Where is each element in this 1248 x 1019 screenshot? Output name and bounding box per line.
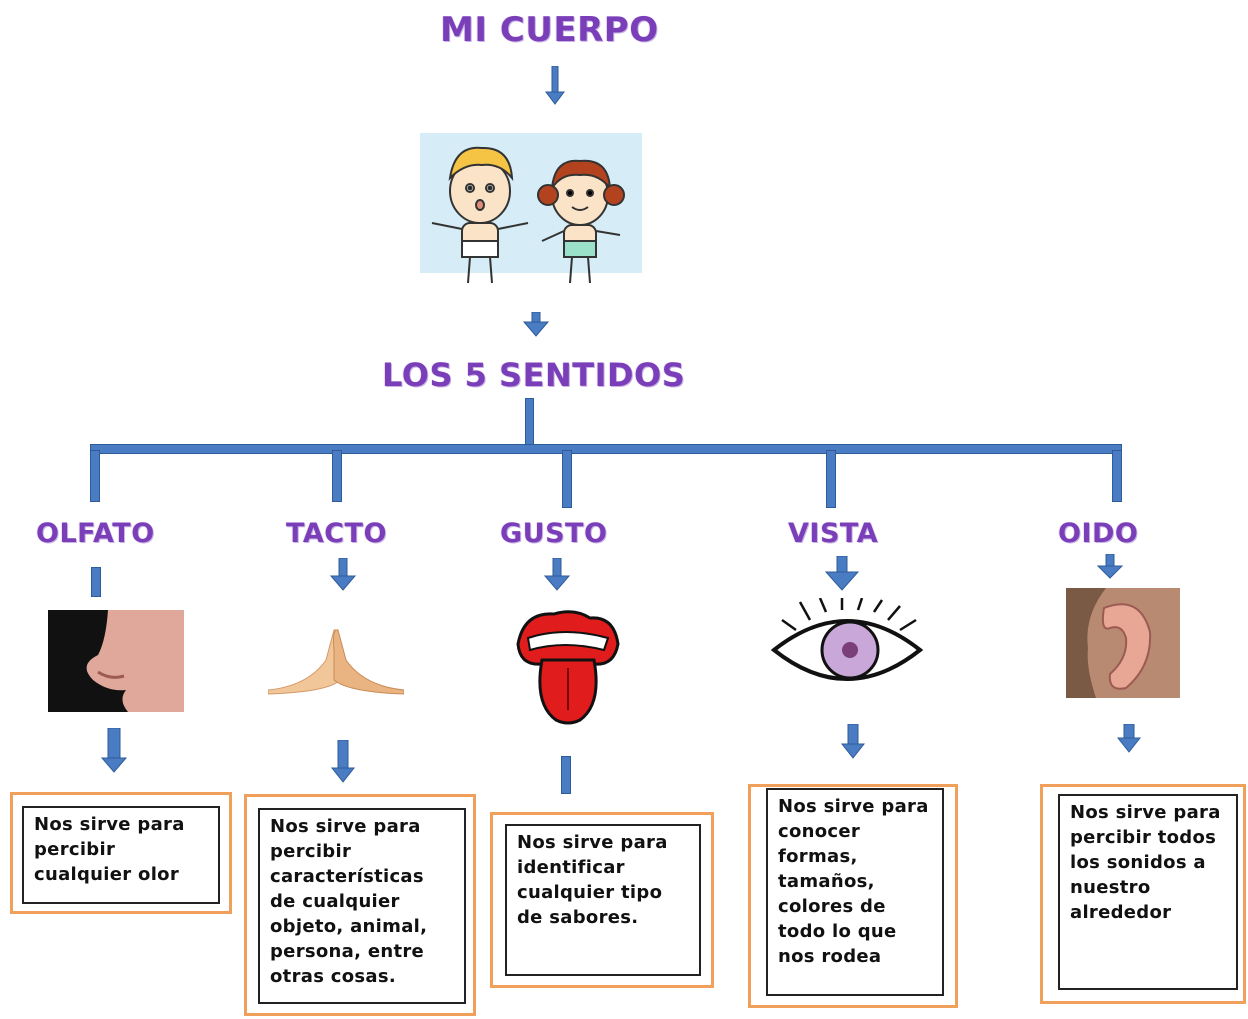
arrow-stem-gusto	[561, 756, 571, 794]
sense-label-oido: OIDO	[1058, 518, 1139, 549]
arrow-down-icon	[1116, 724, 1142, 753]
arrow-down-icon	[100, 728, 128, 773]
description-text-gusto: Nos sirve para identificar cualquier tip…	[505, 824, 701, 976]
arrow-down-icon	[545, 66, 565, 105]
sense-label-vista: VISTA	[788, 518, 879, 549]
ear-icon	[1066, 588, 1180, 698]
arrow-down-icon	[840, 724, 866, 759]
description-text-oido: Nos sirve para percibir todos los sonido…	[1058, 794, 1238, 990]
page-title: MI CUERPO	[440, 10, 659, 50]
description-text-tacto: Nos sirve para percibir características …	[258, 808, 466, 1004]
sense-label-tacto: TACTO	[286, 518, 387, 549]
nose-icon	[48, 610, 184, 712]
arrow-down-icon	[522, 312, 550, 337]
eye-icon	[770, 598, 924, 681]
description-text-vista: Nos sirve para conocer formas, tamaños, …	[766, 788, 944, 996]
arrow-down-icon	[1096, 554, 1124, 579]
arrow-stem-olfato	[91, 567, 101, 597]
arrow-down-icon	[330, 740, 356, 783]
arrow-down-icon	[543, 558, 571, 591]
subtitle: LOS 5 SENTIDOS	[382, 356, 686, 394]
tree-drop-tacto	[332, 450, 342, 502]
hands-icon	[268, 629, 404, 695]
tree-branch	[90, 444, 1122, 454]
tree-drop-oido	[1112, 450, 1122, 502]
tongue-icon	[516, 610, 620, 725]
sense-label-gusto: GUSTO	[500, 518, 608, 549]
arrow-down-icon	[329, 558, 357, 591]
sense-label-olfato: OLFATO	[36, 518, 155, 549]
tree-drop-gusto	[562, 450, 572, 508]
tree-drop-vista	[826, 450, 836, 508]
arrow-down-icon	[824, 556, 860, 591]
children-illustration	[420, 133, 642, 284]
description-text-olfato: Nos sirve para percibir cualquier olor	[22, 806, 220, 904]
tree-stem	[525, 398, 534, 446]
tree-drop-olfato	[90, 450, 100, 502]
